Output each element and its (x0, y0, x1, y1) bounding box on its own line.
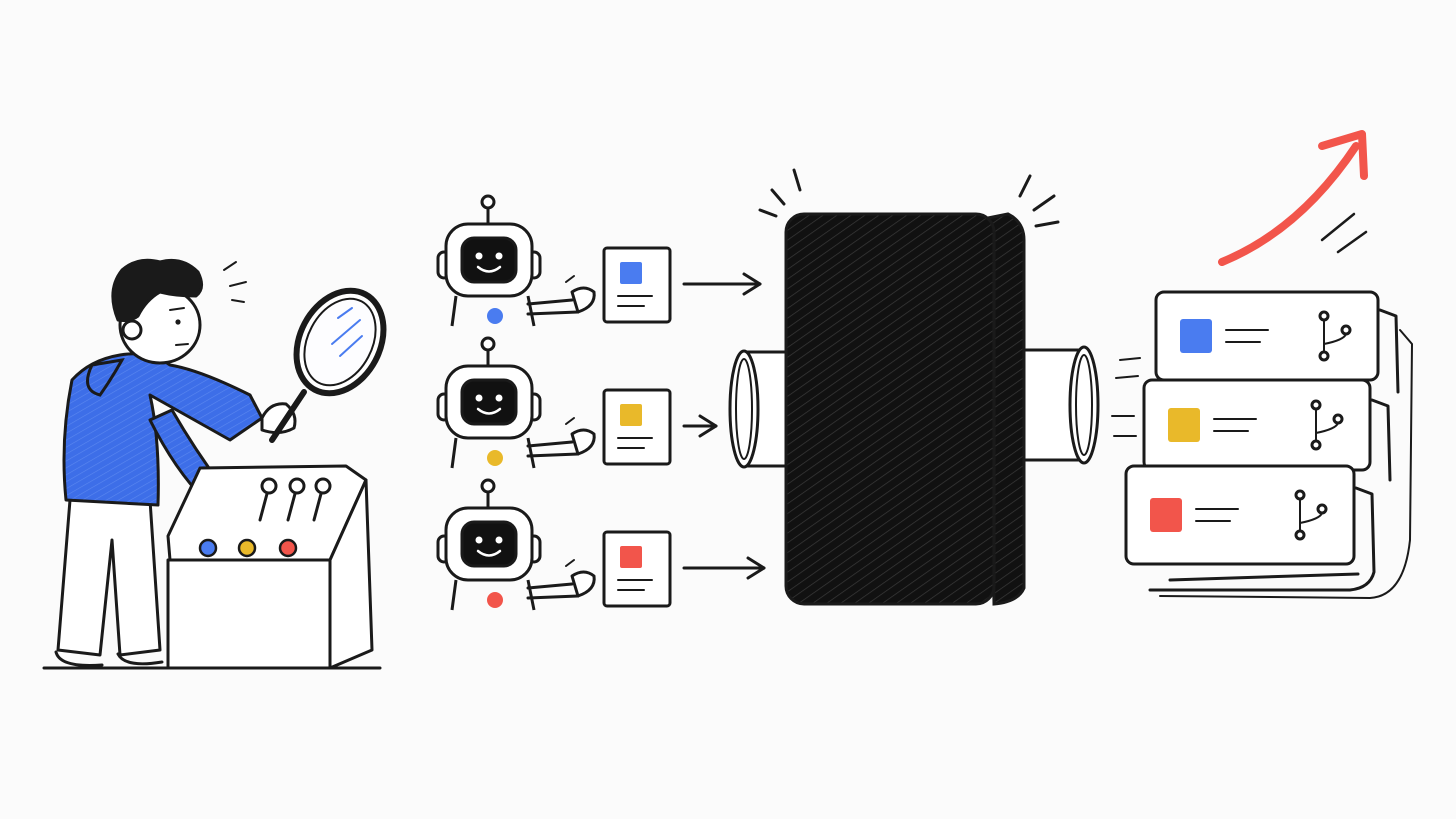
document-icon-blue (602, 246, 672, 324)
robot-icon-yellow (436, 336, 596, 469)
magnifying-glass-icon (293, 287, 387, 397)
document-icon-red (602, 530, 672, 608)
branch-icon (1294, 489, 1328, 541)
document-icon-yellow (602, 388, 672, 466)
console-button-red (278, 538, 298, 558)
output-card-blue (1154, 290, 1380, 382)
console-lever-icons (258, 477, 332, 522)
operator-person-icon (42, 258, 387, 670)
flow-arrow-icon (682, 556, 766, 580)
black-box-icon (728, 168, 1141, 606)
up-arrow-icon (1218, 130, 1368, 266)
robot-icon-red (436, 478, 596, 611)
flow-arrow-icon (682, 414, 718, 438)
output-card-stack (1124, 290, 1413, 599)
flow-arrow-icon (682, 272, 762, 296)
output-card-red (1124, 464, 1356, 566)
control-console-icon (166, 464, 374, 670)
agent-robots (436, 194, 766, 611)
robot-icon-blue (436, 194, 596, 327)
branch-icon (1318, 310, 1352, 362)
console-button-blue (198, 538, 218, 558)
branch-icon (1310, 399, 1344, 451)
console-button-yellow (237, 538, 257, 558)
output-card-yellow (1142, 378, 1372, 472)
